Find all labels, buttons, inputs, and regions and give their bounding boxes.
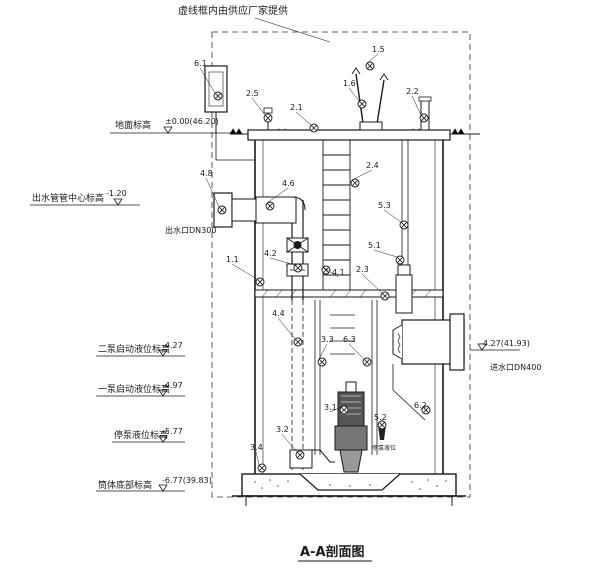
pump2-start-value: -4.27 — [162, 341, 183, 350]
item-tag-label: 3.4 — [250, 443, 263, 452]
tank-bottom — [232, 473, 466, 506]
item-tag-4-1: 4.1 — [321, 265, 345, 278]
item-tag-label: 4.2 — [264, 249, 277, 258]
item-tag-label: 2.4 — [366, 161, 379, 170]
item-tag-4-2: 4.2 — [264, 249, 303, 273]
vent-pipe-2-2 — [418, 96, 432, 131]
outlet-pipe — [255, 196, 297, 224]
item-tag-label: 3.2 — [276, 425, 289, 434]
item-tag-label: 3.3 — [321, 335, 334, 344]
item-tag-label: 4.8 — [200, 169, 213, 178]
item-tag-1-5: 1.5 — [365, 45, 385, 71]
item-tag-3-3: 3.3 — [317, 335, 334, 367]
item-tag-label: 2.1 — [290, 103, 303, 112]
item-tag-5-1: 5.1 — [368, 241, 405, 265]
item-tag-5-3: 5.3 — [378, 201, 409, 230]
item-tag-label: 2.5 — [246, 89, 259, 98]
item-tag-1-1: 1.1 — [226, 255, 265, 287]
ground-level-value: ±0.00(46.20) — [165, 117, 219, 126]
grating-platform — [254, 289, 444, 298]
item-tags: 6.1 2.5 1.6 1.5 2.2 2.1 4.8 4.6 2.4 5.3 4.2 4.1 5.1 1… — [194, 45, 431, 473]
item-tag-6-2: 6.2 — [414, 401, 431, 415]
item-tag-4-8: 4.8 — [200, 169, 227, 215]
outlet-center-label: 出水管管中心标高 — [32, 192, 104, 204]
access-ladder — [322, 140, 351, 290]
item-tag-label: 4.1 — [332, 268, 345, 277]
submersible-pump — [334, 381, 368, 473]
item-tag-label: 6.2 — [414, 401, 427, 410]
item-tag-label: 4.6 — [282, 179, 295, 188]
item-tag-label: 3.1 — [324, 403, 337, 412]
inlet-pipe-label: 进水口DN400 — [490, 362, 541, 372]
item-tag-label: 6.1 — [194, 59, 207, 68]
item-tag-label: 4.4 — [272, 309, 285, 318]
item-tag-3-1: 3.1 — [324, 403, 349, 415]
discharge-pipe — [291, 300, 304, 470]
stop-level-label: 停泵液位标高 — [114, 429, 168, 441]
gate-valve — [286, 237, 309, 253]
pump2-start-label: 二泵启动液位标高 — [98, 343, 170, 355]
item-tag-3-4: 3.4 — [250, 443, 267, 473]
item-tag-1-6: 1.6 — [343, 79, 367, 109]
bottom-level-label: 筒体底部标高 — [98, 479, 152, 491]
tank-cover — [247, 129, 451, 141]
level-lines — [30, 132, 520, 492]
platform-hatching — [261, 289, 432, 298]
outlet-pipe-label: 出水口DN300 — [165, 225, 216, 235]
item-tag-2-5: 2.5 — [246, 89, 273, 123]
item-tag-3-2: 3.2 — [276, 425, 305, 460]
item-tag-2-3: 2.3 — [356, 265, 390, 301]
item-tag-label: 1.5 — [372, 45, 385, 54]
pump1-start-value: -4.97 — [162, 381, 183, 390]
item-tag-label: 1.6 — [343, 79, 356, 88]
outlet-pipe-left — [231, 198, 257, 222]
control-cabinet — [204, 65, 255, 161]
item-tag-label: 5.2 — [374, 413, 387, 422]
inlet-pipe — [392, 313, 465, 371]
supplier-frame — [211, 31, 471, 498]
item-tag-2-1: 2.1 — [290, 103, 319, 133]
item-tag-2-2: 2.2 — [406, 87, 429, 123]
item-tag-4-4: 4.4 — [272, 309, 303, 347]
item-tag-label: 5.1 — [368, 241, 381, 250]
outlet-center-value: -1.20 — [106, 189, 127, 198]
inlet-guide — [392, 364, 426, 421]
guide-rails — [314, 300, 378, 455]
pump1-start-label: 一泵启动液位标高 — [98, 383, 170, 395]
note-leader — [254, 17, 331, 43]
item-tag-6-1: 6.1 — [194, 59, 223, 101]
stop-level-value: -5.77 — [162, 427, 183, 436]
stop-level-tag: 停泵液位 — [372, 444, 396, 452]
ground-level-label: 地面标高 — [115, 119, 151, 131]
item-tag-5-2: 5.2 — [374, 413, 387, 430]
lower-rungs — [330, 314, 355, 355]
item-tag-label: 2.3 — [356, 265, 369, 274]
item-tag-label: 6.3 — [343, 335, 356, 344]
item-tag-4-6: 4.6 — [265, 179, 295, 211]
drawing-title: A-A剖面图 — [300, 544, 365, 560]
item-tag-6-3: 6.3 — [343, 335, 372, 367]
bottom-level-value: -6.77(39.83) — [162, 476, 212, 485]
item-tag-label: 2.2 — [406, 87, 419, 96]
inlet-level-value: -4.27(41.93) — [480, 339, 530, 348]
elevation-symbols — [113, 126, 487, 492]
item-tag-label: 1.1 — [226, 255, 239, 264]
level-switch-assembly — [395, 140, 413, 314]
outlet-elbow — [291, 196, 306, 211]
supplier-note: 虚线框内由供应厂家提供 — [178, 4, 288, 17]
item-tag-label: 5.3 — [378, 201, 391, 210]
item-tag-2-4: 2.4 — [350, 161, 379, 188]
